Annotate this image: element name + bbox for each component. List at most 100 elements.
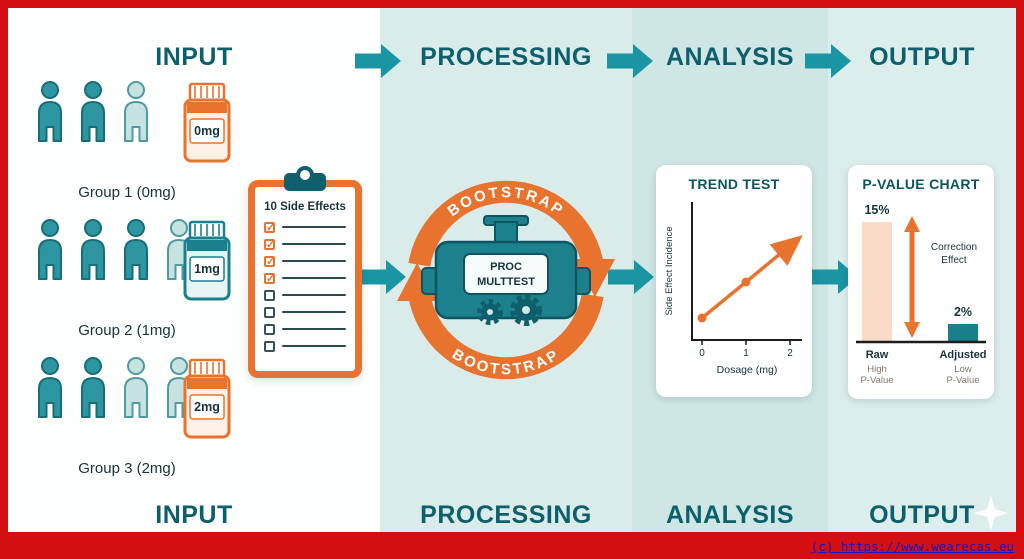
bottle-dose-label: 1mg — [194, 262, 220, 276]
people-icons — [32, 356, 197, 418]
checklist: ✓ ✓ ✓ ✓ — [255, 219, 355, 354]
gear-icon — [510, 294, 542, 326]
clipboard-title: 10 Side Effects — [264, 201, 346, 213]
copyright-link[interactable]: (c) https://www.wearecas.eu — [810, 539, 1014, 554]
person-icon — [38, 219, 62, 280]
group-label: Group 2 (1mg) — [78, 322, 176, 339]
engine-icon: PROC MULTTEST — [421, 215, 591, 326]
checklist-item[interactable] — [264, 287, 346, 303]
person-icon — [81, 219, 105, 280]
bar-raw — [862, 222, 892, 342]
clipboard-clip-icon — [284, 173, 326, 191]
item-line — [282, 293, 346, 297]
correction-arrowhead-icon — [904, 216, 920, 232]
item-line — [282, 344, 346, 348]
bar-sublabel: High — [867, 364, 887, 375]
checkbox-icon[interactable]: ✓ — [264, 255, 276, 268]
group-label: Group 3 (2mg) — [78, 460, 176, 477]
person-icon — [38, 81, 62, 142]
x-axis-label: Dosage (mg) — [717, 364, 778, 376]
header-output-bottom: OUTPUT — [869, 501, 975, 529]
checklist-item[interactable] — [264, 304, 346, 320]
p-value-title: P-VALUE CHART — [862, 176, 980, 192]
bottle-wrap: 0mg — [180, 82, 234, 169]
bar-category-label: Raw — [866, 349, 889, 361]
flow-arrow-icon — [805, 44, 851, 78]
data-point — [697, 313, 707, 323]
item-line — [282, 327, 346, 331]
bar-value-label: 15% — [864, 203, 889, 217]
person-icon — [38, 357, 62, 418]
correction-label-line2: Effect — [941, 255, 967, 266]
flow-arrow-icon — [607, 44, 653, 78]
person-icon — [124, 357, 148, 418]
pill-bottle-icon: 1mg — [183, 220, 231, 301]
bar-sublabel: P-Value — [946, 375, 979, 386]
bar-sublabel: P-Value — [860, 375, 893, 386]
pill-bottle-icon: 2mg — [183, 358, 231, 439]
trend-test-title: TREND TEST — [688, 176, 780, 192]
header-processing-top: PROCESSING — [420, 43, 592, 71]
checklist-item[interactable]: ✓ — [264, 270, 346, 286]
flow-arrow-icon — [355, 44, 401, 78]
p-value-card: P-VALUE CHART 15% 2% Correction Effect R… — [848, 165, 994, 399]
bootstrap-cycle: BOOTSTRAP BOOTSTRAP PROC MULTTEST — [397, 180, 615, 380]
item-line — [282, 225, 346, 229]
checkbox-icon[interactable] — [264, 323, 275, 335]
p-value-chart: 15% 2% Correction Effect Raw High P-Valu… — [856, 203, 987, 386]
item-line — [282, 276, 346, 280]
header-output-top: OUTPUT — [869, 43, 975, 71]
bottle-dose-label: 0mg — [194, 124, 220, 138]
group-label: Group 1 (0mg) — [78, 184, 176, 201]
bottle-wrap: 1mg — [180, 220, 234, 307]
person-icon — [81, 81, 105, 142]
checkbox-icon[interactable] — [264, 289, 275, 301]
flow-arrow-icon — [608, 260, 654, 294]
checkbox-icon[interactable]: ✓ — [264, 238, 276, 251]
correction-label-line1: Correction — [931, 242, 977, 253]
item-line — [282, 310, 346, 314]
bar-category-label: Adjusted — [939, 349, 986, 361]
pill-bottle-icon: 0mg — [183, 82, 231, 163]
y-axis-label: Side Effect Incidence — [664, 226, 675, 315]
person-icon — [81, 357, 105, 418]
engine-label-line1: PROC — [490, 261, 522, 273]
header-input-top: INPUT — [155, 43, 233, 71]
x-tick-label: 1 — [743, 348, 749, 359]
content-area: INPUT PROCESSING ANALYSIS OUTPUT INPUT P… — [8, 8, 1016, 532]
checklist-item[interactable] — [264, 338, 346, 354]
checkbox-icon[interactable]: ✓ — [264, 221, 276, 234]
bootstrap-arc-top-icon — [408, 180, 604, 267]
data-point — [782, 243, 792, 253]
correction-arrowhead-icon — [904, 322, 920, 338]
checklist-item[interactable] — [264, 321, 346, 337]
x-tick-label: 0 — [699, 348, 705, 359]
header-processing-bottom: PROCESSING — [420, 501, 592, 529]
x-tick-label: 2 — [787, 348, 793, 359]
people-icons — [32, 218, 197, 280]
engine-label-line2: MULTTEST — [477, 276, 535, 288]
checkbox-icon[interactable] — [264, 306, 275, 318]
trend-chart: Side Effect Incidence 0 1 2 Dosage (mg) — [664, 202, 803, 376]
checkbox-icon[interactable]: ✓ — [264, 272, 276, 285]
checkbox-icon[interactable] — [264, 340, 275, 352]
bootstrap-arc-bottom-icon — [408, 293, 604, 380]
checklist-item[interactable]: ✓ — [264, 236, 346, 252]
bar-sublabel: Low — [954, 364, 972, 375]
flow-arrow-icon — [360, 260, 406, 294]
checklist-item[interactable]: ✓ — [264, 219, 346, 235]
bar-adjusted — [948, 324, 978, 342]
bar-value-label: 2% — [954, 305, 972, 319]
person-icon — [124, 219, 148, 280]
person-icon — [124, 81, 148, 142]
checklist-item[interactable]: ✓ — [264, 253, 346, 269]
clipboard: 10 Side Effects ✓ ✓ ✓ ✓ — [248, 173, 362, 378]
people-icons — [32, 80, 154, 142]
header-input-bottom: INPUT — [155, 501, 233, 529]
bottle-wrap: 2mg — [180, 358, 234, 445]
